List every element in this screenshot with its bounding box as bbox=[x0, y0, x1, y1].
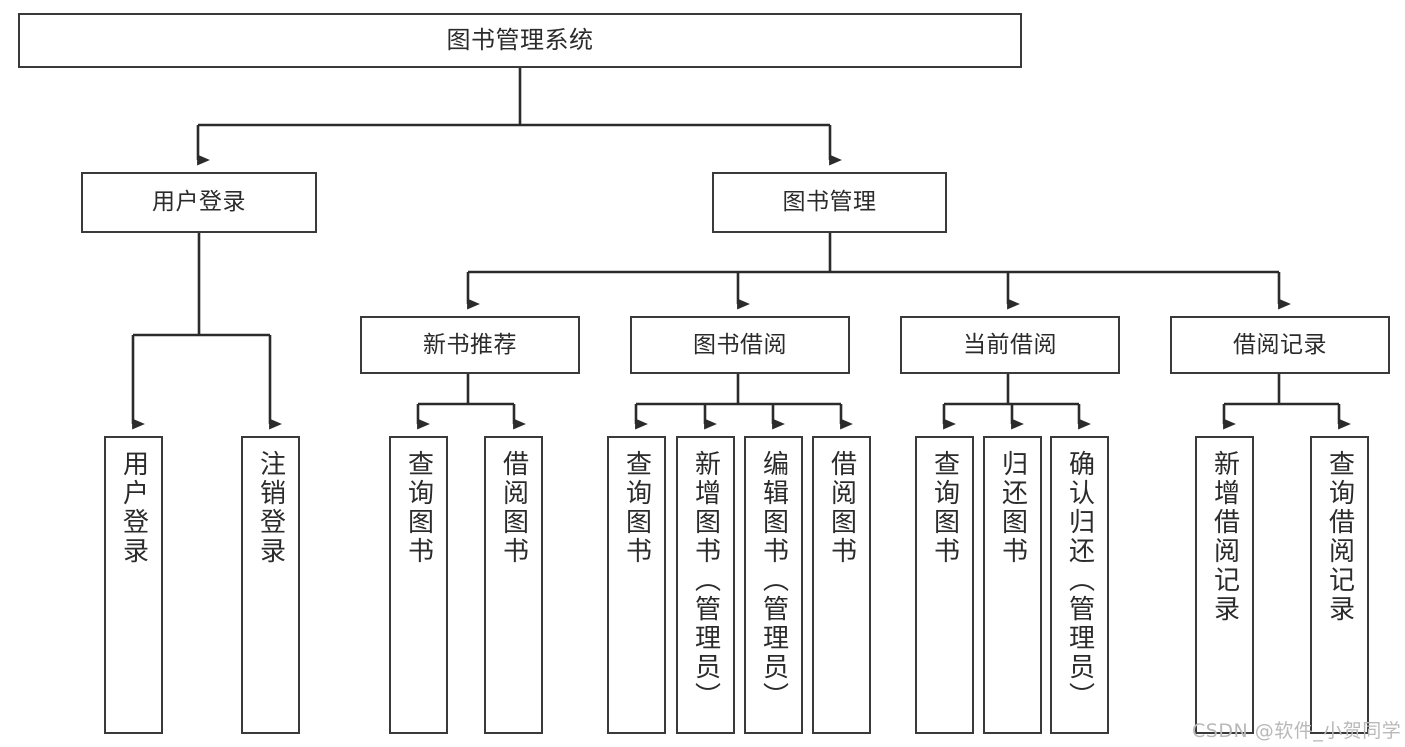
node-leaf[interactable]: 编辑图书（管理员） bbox=[744, 436, 803, 734]
node-leaf[interactable]: 查询借阅记录 bbox=[1310, 436, 1369, 734]
node-level3[interactable]: 借阅记录 bbox=[1170, 316, 1390, 374]
node-label: 借阅图书 bbox=[826, 450, 857, 566]
node-leaf[interactable]: 归还图书 bbox=[983, 436, 1042, 734]
node-leaf[interactable]: 注销登录 bbox=[241, 436, 300, 734]
node-level3[interactable]: 当前借阅 bbox=[900, 316, 1120, 374]
node-leaf[interactable]: 查询图书 bbox=[607, 436, 666, 734]
node-leaf[interactable]: 查询图书 bbox=[389, 436, 448, 734]
node-label: 查询图书 bbox=[929, 450, 960, 566]
node-label: 借阅图书 bbox=[498, 450, 529, 566]
node-leaf[interactable]: 新增图书（管理员） bbox=[676, 436, 735, 734]
node-label: 查询借阅记录 bbox=[1324, 450, 1355, 624]
node-label: 查询图书 bbox=[621, 450, 652, 566]
node-leaf[interactable]: 确认归还（管理员） bbox=[1050, 436, 1109, 734]
node-leaf[interactable]: 借阅图书 bbox=[484, 436, 543, 734]
node-label: 借阅记录 bbox=[1233, 331, 1327, 358]
node-label: 图书管理 bbox=[782, 189, 877, 216]
node-root[interactable]: 图书管理系统 bbox=[18, 13, 1022, 68]
node-level2[interactable]: 图书管理 bbox=[712, 172, 947, 233]
node-leaf[interactable]: 查询图书 bbox=[915, 436, 974, 734]
node-label: 注销登录 bbox=[255, 450, 286, 566]
node-label: 查询图书 bbox=[403, 450, 434, 566]
node-label: 当前借阅 bbox=[963, 331, 1057, 358]
node-label: 新增图书（管理员） bbox=[690, 450, 721, 711]
node-level2[interactable]: 用户登录 bbox=[81, 172, 317, 233]
node-label: 新书推荐 bbox=[423, 331, 517, 358]
node-label: 用户登录 bbox=[118, 450, 149, 566]
watermark: CSDN @软件_小贺同学 bbox=[1192, 720, 1402, 742]
node-level3[interactable]: 新书推荐 bbox=[360, 316, 580, 374]
node-label: 用户登录 bbox=[152, 189, 246, 216]
node-label: 归还图书 bbox=[997, 450, 1028, 566]
node-level3[interactable]: 图书借阅 bbox=[630, 316, 850, 374]
node-leaf[interactable]: 借阅图书 bbox=[812, 436, 871, 734]
node-leaf[interactable]: 用户登录 bbox=[104, 436, 163, 734]
node-leaf[interactable]: 新增借阅记录 bbox=[1195, 436, 1254, 734]
node-label: 编辑图书（管理员） bbox=[758, 450, 789, 711]
node-label: 图书管理系统 bbox=[446, 25, 594, 54]
node-label: 图书借阅 bbox=[693, 331, 787, 358]
node-label: 新增借阅记录 bbox=[1209, 450, 1240, 624]
node-label: 确认归还（管理员） bbox=[1064, 450, 1095, 711]
